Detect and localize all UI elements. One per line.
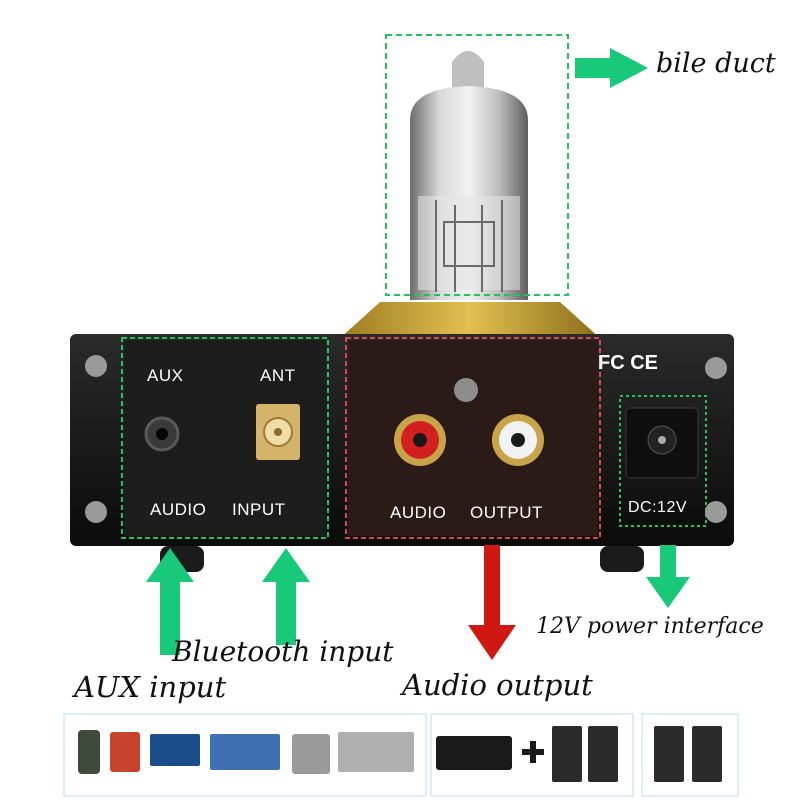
audio-output-callout-label: Audio output	[402, 668, 593, 702]
cd-player-icon	[338, 732, 414, 772]
tube-highlight-box	[385, 34, 569, 296]
media-player-icon	[292, 734, 330, 774]
plus-icon	[522, 741, 544, 763]
speaker-devices-box	[641, 713, 739, 797]
bluetooth-callout-label: Bluetooth input	[172, 635, 394, 668]
speaker-icon	[692, 726, 722, 782]
foot-right	[600, 546, 644, 572]
rca-right-output	[492, 414, 544, 466]
output-panel	[348, 340, 598, 536]
phone-icon	[78, 730, 100, 774]
tube-callout-arrow	[575, 48, 648, 88]
output-highlight-box	[345, 337, 601, 539]
certification-marks: FC CE	[598, 352, 658, 374]
speaker-icon	[552, 726, 582, 782]
tube-electrodes	[435, 200, 503, 292]
audio-input-right-label: INPUT	[232, 500, 286, 519]
power-highlight-box	[619, 395, 707, 527]
monitor-icon	[150, 734, 200, 766]
aux-callout-arrow	[146, 548, 194, 655]
amplifier-icon	[436, 736, 512, 770]
aux-callout-label: AUX input	[74, 670, 227, 704]
tablet-icon	[110, 732, 140, 772]
rca-left-output	[394, 414, 446, 466]
tube-base	[338, 302, 602, 340]
audio-output-right-label: OUTPUT	[470, 503, 543, 522]
input-highlight-box	[121, 337, 329, 539]
audio-output-left-label: AUDIO	[390, 503, 447, 522]
tube-internals	[418, 196, 520, 290]
device-strip	[63, 713, 739, 797]
tube-tip	[452, 51, 484, 90]
bluetooth-callout-arrow	[262, 548, 310, 645]
antenna-connector	[256, 404, 300, 460]
source-devices-box	[63, 713, 427, 797]
ant-label: ANT	[260, 366, 296, 385]
power-callout-label: 12V power interface	[536, 614, 764, 639]
vacuum-tube	[410, 51, 528, 300]
amp-devices-box	[430, 713, 634, 797]
speaker-icon	[654, 726, 684, 782]
dc-label: DC:12V	[628, 499, 688, 516]
audio-input-left-label: AUDIO	[150, 500, 207, 519]
speaker-icon	[588, 726, 618, 782]
power-callout-arrow	[646, 545, 690, 608]
aux-label: AUX	[147, 366, 184, 385]
output-callout-arrow	[468, 545, 516, 660]
tv-icon	[210, 734, 280, 770]
tube-callout-label: bile duct	[656, 48, 776, 79]
chassis-screws	[85, 355, 727, 523]
